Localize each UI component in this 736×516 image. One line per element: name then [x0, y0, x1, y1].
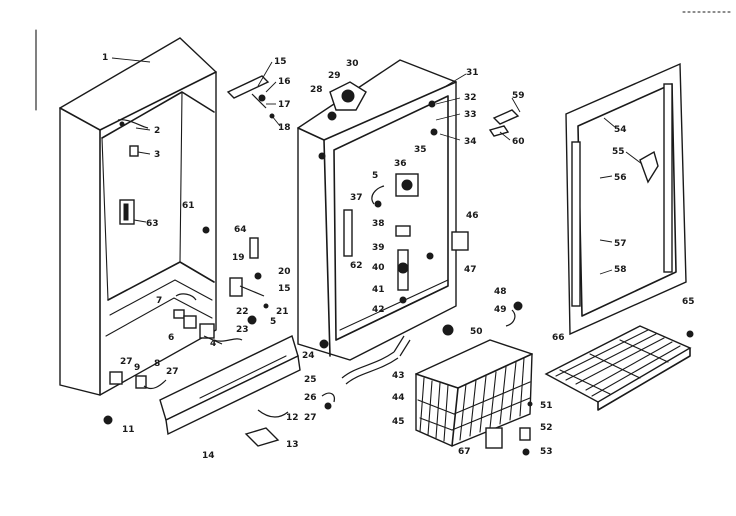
callout-34: 34 — [464, 137, 477, 147]
callout-11: 11 — [122, 425, 135, 435]
callout-28: 28 — [310, 85, 323, 95]
callout-18: 18 — [278, 123, 291, 133]
callout-31: 31 — [466, 68, 479, 78]
callout-9: 9 — [134, 363, 140, 373]
callout-24: 24 — [302, 351, 315, 361]
drain-tube — [319, 335, 411, 410]
callout-49: 49 — [494, 305, 507, 315]
callout-62: 62 — [350, 261, 363, 271]
callout-22: 22 — [236, 307, 249, 317]
callout-39: 39 — [372, 243, 385, 253]
cabinet-liner — [297, 59, 469, 361]
callout-29: 29 — [328, 71, 341, 81]
callout-8: 8 — [154, 359, 160, 369]
callout-5: 5 — [270, 317, 276, 327]
callout-7: 7 — [156, 296, 162, 306]
callout-45: 45 — [392, 417, 405, 427]
callout-2: 2 — [154, 126, 160, 136]
callout-16: 16 — [278, 77, 291, 87]
callout-46: 46 — [466, 211, 479, 221]
callout-5b: 5 — [372, 171, 378, 181]
callout-48: 48 — [494, 287, 507, 297]
callout-14: 14 — [202, 451, 215, 461]
callout-32: 32 — [464, 93, 477, 103]
callout-21: 21 — [276, 307, 289, 317]
callout-1: 1 — [102, 53, 108, 63]
callout-38: 38 — [372, 219, 385, 229]
callout-40: 40 — [372, 263, 385, 273]
callout-17: 17 — [278, 100, 291, 110]
callout-51: 51 — [540, 401, 553, 411]
registration-marks — [35, 11, 731, 111]
callout-57: 57 — [614, 239, 627, 249]
callout-56: 56 — [614, 173, 627, 183]
leader-lines — [111, 57, 643, 275]
top-hinge-parts — [226, 75, 275, 119]
callout-12: 12 — [286, 413, 299, 423]
wire-shelf — [544, 325, 694, 411]
callout-52: 52 — [540, 423, 553, 433]
door-hardware — [488, 109, 520, 137]
callout-59: 59 — [512, 91, 525, 101]
callout-13: 13 — [286, 440, 299, 450]
callout-20: 20 — [278, 267, 291, 277]
callout-66: 66 — [552, 333, 565, 343]
cabinet-hardware — [103, 119, 269, 425]
callout-30: 30 — [346, 59, 359, 69]
callout-26: 26 — [304, 393, 317, 403]
callout-41: 41 — [372, 285, 385, 295]
callout-4: 4 — [210, 339, 216, 349]
callout-50: 50 — [470, 327, 483, 337]
callout-27b: 27 — [166, 367, 179, 377]
callout-6: 6 — [168, 333, 174, 343]
callout-36: 36 — [394, 159, 407, 169]
callout-15: 15 — [274, 57, 287, 67]
callout-27c: 27 — [304, 413, 317, 423]
callout-44: 44 — [392, 393, 405, 403]
callout-47: 47 — [464, 265, 477, 275]
callout-67: 67 — [458, 447, 471, 457]
callout-27a: 27 — [120, 357, 133, 367]
callout-37: 37 — [350, 193, 363, 203]
callout-65: 65 — [682, 297, 695, 307]
callout-3: 3 — [154, 150, 160, 160]
wire-basket — [415, 301, 533, 456]
door-gasket — [565, 62, 687, 336]
callout-labels: 1 2 3 63 61 15 16 17 18 64 19 20 15 21 2… — [102, 53, 695, 461]
callout-55: 55 — [612, 147, 625, 157]
callout-19: 19 — [232, 253, 245, 263]
callout-64: 64 — [234, 225, 247, 235]
toe-grille — [159, 335, 301, 447]
callout-25: 25 — [304, 375, 317, 385]
callout-54: 54 — [614, 125, 627, 135]
callout-61: 61 — [182, 201, 195, 211]
callout-63: 63 — [146, 219, 159, 229]
callout-23: 23 — [236, 325, 249, 335]
callout-43: 43 — [392, 371, 405, 381]
callout-58: 58 — [614, 265, 627, 275]
callout-60: 60 — [512, 137, 525, 147]
callout-33: 33 — [464, 110, 477, 120]
cabinet-shell — [59, 37, 217, 396]
callout-53: 53 — [540, 447, 553, 457]
callout-15b: 15 — [278, 284, 291, 294]
callout-35: 35 — [414, 145, 427, 155]
callout-42: 42 — [372, 305, 385, 315]
